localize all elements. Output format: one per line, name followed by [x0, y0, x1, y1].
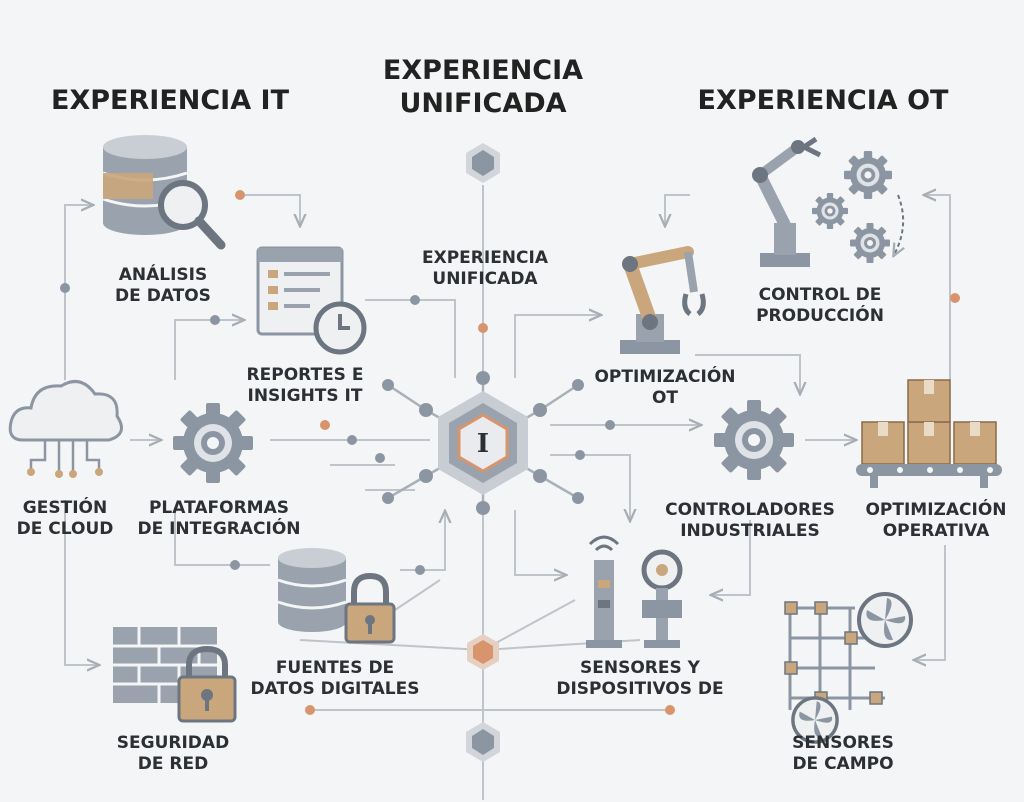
conveyor-boxes-icon — [856, 379, 1002, 488]
database-search-icon — [102, 135, 226, 250]
robot-arm-icon — [620, 246, 706, 354]
report-clock-icon — [256, 246, 367, 355]
label-fuentes: FUENTES DE DATOS DIGITALES — [250, 658, 420, 699]
header-ot: EXPERIENCIA OT — [697, 85, 949, 116]
top-hex-icon — [466, 143, 500, 183]
field-sensors-icon — [784, 592, 913, 744]
database-lock-icon — [277, 548, 396, 644]
cloud-icon — [8, 380, 123, 478]
connector-dots — [60, 190, 960, 715]
label-control: CONTROL DE PRODUCCIÓN — [756, 285, 884, 326]
header-unified: EXPERIENCIA UNIFICADA — [382, 55, 584, 119]
sensor-devices-icon — [586, 535, 683, 648]
hex-node-icon — [467, 634, 499, 670]
hub-glyph: I — [477, 429, 489, 459]
integration-gear-icon — [173, 403, 253, 483]
controller-gear-icon — [714, 400, 794, 480]
robot-arm-gears-icon — [752, 136, 903, 267]
label-sensores-campo: SENSORES DE CAMPO — [792, 733, 894, 774]
label-optim-ot: OPTIMIZACIÓN OT — [594, 367, 736, 408]
label-seguridad: SEGURIDAD DE RED — [116, 733, 230, 774]
label-cloud: GESTIÓN DE CLOUD — [16, 498, 114, 539]
label-reportes: REPORTES E INSIGHTS IT — [246, 365, 364, 406]
firewall-lock-icon — [113, 627, 237, 723]
label-sensores-disp: SENSORES Y DISPOSITIVOS DE — [556, 658, 724, 699]
label-plataformas: PLATAFORMAS DE INTEGRACIÓN — [137, 498, 301, 539]
label-optim-op: OPTIMIZACIÓN OPERATIVA — [865, 500, 1007, 541]
label-analisis: ANÁLISIS DE DATOS — [115, 265, 211, 306]
bottom-hex-icon — [466, 722, 500, 762]
central-hub-icon — [382, 371, 584, 515]
header-it: EXPERIENCIA IT — [51, 85, 289, 116]
connector-lines — [64, 185, 951, 800]
label-unificada: EXPERIENCIA UNIFICADA — [421, 248, 548, 289]
label-controladores: CONTROLADORES INDUSTRIALES — [665, 500, 835, 541]
